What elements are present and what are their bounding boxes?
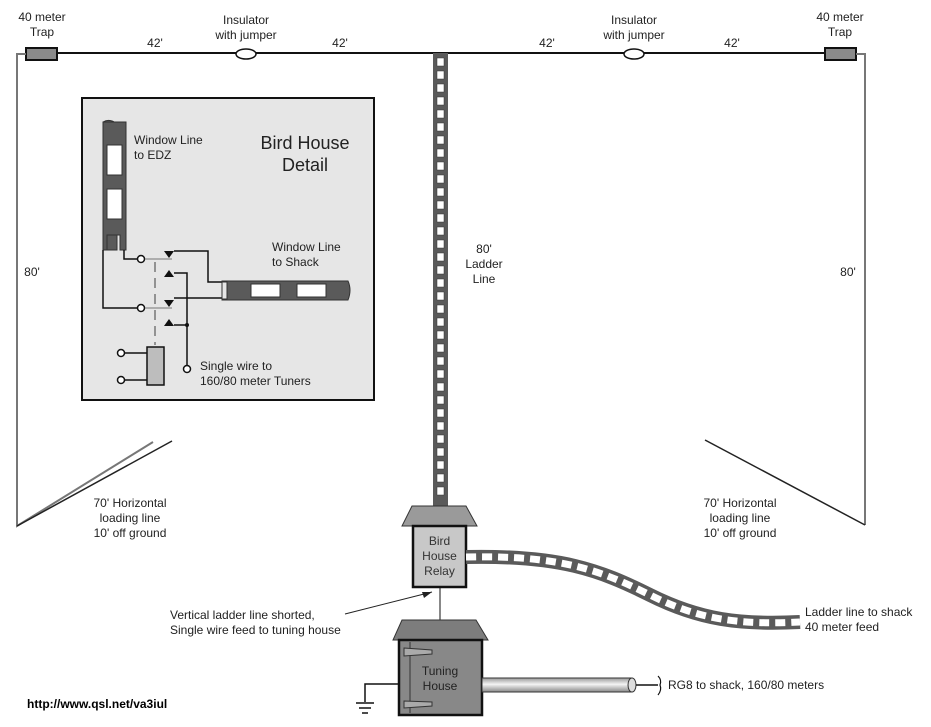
ladder-rung: [436, 83, 445, 93]
ladder-rung: [436, 343, 445, 353]
tuning-house-roof: [392, 619, 489, 641]
segment-label: 42': [147, 36, 163, 50]
segment-label: 42': [332, 36, 348, 50]
ladder-rung: [436, 226, 445, 236]
segment-label: 42': [539, 36, 555, 50]
ladder-rung: [436, 434, 445, 444]
ladder-rung: [436, 356, 445, 366]
left-drop-label: 80': [24, 265, 40, 279]
ladder-rung: [436, 486, 445, 496]
ladder-rung: [436, 278, 445, 288]
source-url: http://www.qsl.net/va3iul: [27, 697, 168, 711]
ladder-rung: [436, 317, 445, 327]
ladder-rung: [436, 70, 445, 80]
left-trap: [25, 47, 58, 61]
ladder-rung: [436, 460, 445, 470]
ladder-rung: [436, 174, 445, 184]
segment-label: 42': [724, 36, 740, 50]
ladder-rung: [436, 382, 445, 392]
coax-feed-label: RG8 to shack, 160/80 meters: [668, 678, 825, 692]
ladder-line-to-shack: [465, 549, 801, 630]
shorted-note: Vertical ladder line shorted,Single wire…: [170, 608, 341, 637]
relay-coil: [146, 346, 165, 386]
ladder-rung: [436, 395, 445, 405]
ladder-rung: [436, 187, 445, 197]
ladder-rung: [436, 447, 445, 457]
ladder-rung: [436, 213, 445, 223]
ladder-rung: [436, 109, 445, 119]
ladder-rung: [436, 304, 445, 314]
right-insulator: [623, 48, 645, 60]
ladder-rung: [436, 161, 445, 171]
ladder-rung: [436, 421, 445, 431]
ladder-rung: [436, 265, 445, 275]
right-loading-wire: [704, 439, 866, 526]
ladder-rung: [436, 291, 445, 301]
left-insulator: [235, 48, 257, 60]
rg8-coax: [481, 677, 633, 693]
left-drop-wire: [16, 53, 154, 528]
ladder-rung: [436, 252, 445, 262]
ladder-rung: [436, 330, 445, 340]
ladder-rung: [436, 200, 445, 210]
ladder-rung: [436, 408, 445, 418]
ladder-rung: [436, 57, 445, 67]
ladder-rung: [436, 122, 445, 132]
ladder-rung: [436, 473, 445, 483]
detail-panel: [81, 97, 375, 401]
right-trap: [824, 47, 857, 61]
ladder-rung: [436, 239, 445, 249]
right-drop-wire: [856, 53, 866, 525]
ladder-rung: [436, 369, 445, 379]
ladder-rung: [436, 148, 445, 158]
bird-house-roof: [401, 505, 478, 527]
right-drop-label: 80': [840, 265, 856, 279]
ladder-rung: [436, 135, 445, 145]
ladder-rung: [436, 96, 445, 106]
